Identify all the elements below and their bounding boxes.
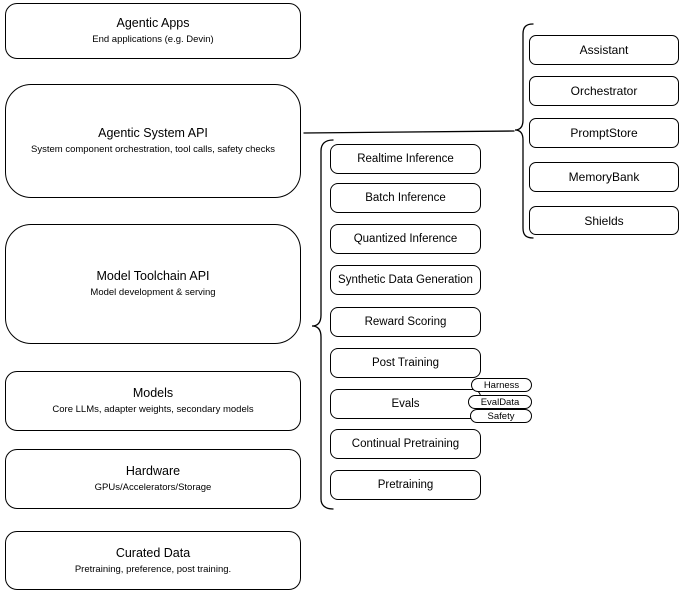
toolchain-item-evals: Evals [330,389,481,419]
node-title: Models [132,386,174,400]
toolchain-item-continual-pretraining: Continual Pretraining [330,429,481,459]
toolchain-item-pretraining: Pretraining [330,470,481,500]
toolchain-item-synthetic-data-generation: Synthetic Data Generation [330,265,481,295]
toolchain-item-reward-scoring: Reward Scoring [330,307,481,337]
toolchain-item-post-training: Post Training [330,348,481,378]
node-agentic-apps: Agentic Apps End applications (e.g. Devi… [5,3,301,59]
toolchain-item-batch-inference: Batch Inference [330,183,481,213]
node-subtitle: Core LLMs, adapter weights, secondary mo… [52,404,254,415]
system-api-connector-line [303,130,515,134]
node-title: Curated Data [115,545,191,560]
toolchain-brace [311,139,334,510]
evals-tag-safety: Safety [470,409,532,423]
evals-tag-harness: Harness [471,378,532,392]
system-component-orchestrator: Orchestrator [529,76,679,106]
node-model-toolchain-api: Model Toolchain API Model development & … [5,224,301,344]
system-component-promptstore: PromptStore [529,118,679,148]
node-curated-data: Curated Data Pretraining, preference, po… [5,531,301,590]
node-agentic-system-api: Agentic System API System component orch… [5,84,301,198]
node-hardware: Hardware GPUs/Accelerators/Storage [5,449,301,509]
node-title: Model Toolchain API [96,269,210,283]
node-title: Agentic Apps [116,16,190,30]
system-component-assistant: Assistant [529,35,679,65]
node-title: Hardware [125,464,181,478]
system-components-brace [514,23,534,239]
node-subtitle: GPUs/Accelerators/Storage [94,482,212,493]
node-models: Models Core LLMs, adapter weights, secon… [5,371,301,431]
toolchain-item-quantized-inference: Quantized Inference [330,224,481,254]
toolchain-item-realtime-inference: Realtime Inference [330,144,481,174]
node-title: Agentic System API [98,126,208,140]
system-component-memorybank: MemoryBank [529,162,679,192]
node-subtitle: End applications (e.g. Devin) [92,34,214,45]
node-subtitle: Pretraining, preference, post training. [74,563,232,575]
node-subtitle: System component orchestration, tool cal… [31,144,275,155]
node-subtitle: Model development & serving [90,287,216,298]
evals-tag-evaldata: EvalData [468,395,532,409]
system-component-shields: Shields [529,206,679,235]
